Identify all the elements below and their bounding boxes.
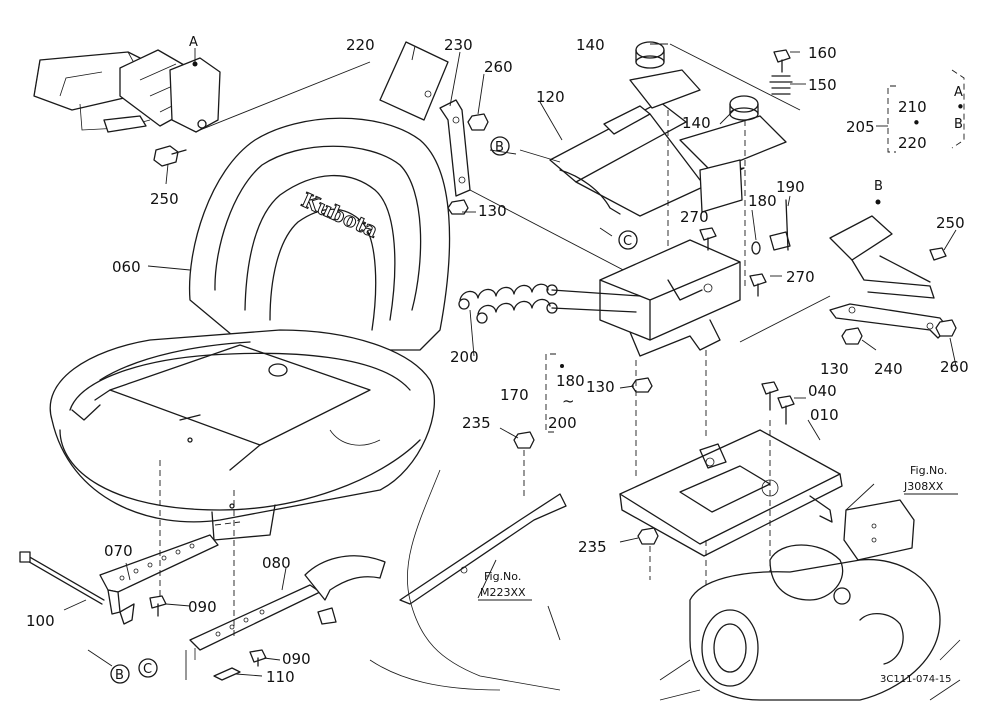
range-dot-ab: • xyxy=(956,98,965,116)
callout-240: 240 xyxy=(874,360,903,378)
clip-110 xyxy=(213,667,241,681)
callout-200-spring: 200 xyxy=(450,348,479,366)
range-bracket-205 xyxy=(887,85,896,153)
callout-220-range: 220 xyxy=(898,134,927,152)
callout-260-top: 260 xyxy=(484,58,513,76)
callout-130-upper: 130 xyxy=(478,202,507,220)
callout-120: 120 xyxy=(536,88,565,106)
callout-260-right: 260 xyxy=(940,358,969,376)
callout-010: 010 xyxy=(810,406,839,424)
fig-ref-label-j308: Fig.No. xyxy=(910,464,947,477)
bolt-160 xyxy=(773,49,791,73)
nut-130-upper xyxy=(447,199,469,215)
seat-belt-buckle-right xyxy=(829,215,935,299)
lower-suspension-base xyxy=(599,239,741,357)
callout-160: 160 xyxy=(808,44,837,62)
callout-130-right: 130 xyxy=(820,360,849,378)
rod-100 xyxy=(19,551,105,605)
bolt-090-lower xyxy=(249,649,267,667)
range-bracket-170 xyxy=(545,353,556,433)
connector-b-right-dot xyxy=(875,199,881,205)
seat-belt-left xyxy=(33,49,221,133)
fig-ref-label-m223: Fig.No. xyxy=(484,570,521,583)
connector-b-range-label: B xyxy=(954,117,963,132)
bolt-090-upper xyxy=(149,595,167,617)
callout-140-mid: 140 xyxy=(682,114,711,132)
callout-040: 040 xyxy=(808,382,837,400)
bolt-250-left xyxy=(153,145,187,167)
callout-090-lower: 090 xyxy=(282,650,311,668)
svg-text:C: C xyxy=(143,662,152,677)
springs-200 xyxy=(458,283,641,324)
nut-130-right xyxy=(841,327,863,345)
seat-assembly: Kubota xyxy=(49,117,451,541)
connector-c-circle-bottom: C xyxy=(138,658,158,678)
svg-text:B: B xyxy=(495,140,504,155)
callout-205: 205 xyxy=(846,118,875,136)
callout-150: 150 xyxy=(808,76,837,94)
pin-190 xyxy=(769,199,791,251)
callout-130-mid: 130 xyxy=(586,378,615,396)
callout-270-top: 270 xyxy=(680,208,709,226)
callout-180-range: 180 xyxy=(556,372,585,390)
svg-text:B: B xyxy=(115,668,124,683)
spring-150 xyxy=(769,75,793,95)
callout-250-right: 250 xyxy=(936,214,965,232)
washer-180 xyxy=(751,241,761,255)
drawing-code: 3C111-074-15 xyxy=(880,674,951,685)
fender-outline-m223xx xyxy=(369,450,651,691)
callout-080: 080 xyxy=(262,554,291,572)
range-dot-205: • xyxy=(912,114,921,132)
nut-260-right xyxy=(935,319,957,337)
bolt-270-top xyxy=(699,227,717,251)
seat-rail-080 xyxy=(189,555,386,660)
fig-ref-code-m223: M223XX xyxy=(480,586,526,599)
callout-190: 190 xyxy=(776,178,805,196)
bolt-250-right xyxy=(929,247,947,261)
callout-235-upper: 235 xyxy=(462,414,491,432)
callout-110: 110 xyxy=(266,668,295,686)
connector-a-dot xyxy=(192,61,198,67)
nut-260-upper xyxy=(467,113,489,131)
callout-210: 210 xyxy=(898,98,927,116)
callout-250-left: 250 xyxy=(150,190,179,208)
dot-marker xyxy=(560,364,564,368)
connector-a-label: A xyxy=(189,35,198,50)
nut-235-lower xyxy=(637,527,659,545)
nut-130-mid xyxy=(631,377,653,393)
callout-060: 060 xyxy=(112,258,141,276)
svg-text:C: C xyxy=(623,234,632,249)
callout-180-top: 180 xyxy=(748,192,777,210)
connector-a-range-label: A xyxy=(954,85,963,100)
callout-070: 070 xyxy=(104,542,133,560)
connector-c-circle-top: C xyxy=(618,230,638,250)
callout-170: 170 xyxy=(500,386,529,404)
callout-220: 220 xyxy=(346,36,375,54)
nut-235-upper xyxy=(513,431,535,449)
bolts-040 xyxy=(761,381,795,425)
cover-plate-220 xyxy=(379,41,449,121)
mounting-plate-010 xyxy=(619,429,843,557)
roller-140-mid xyxy=(729,95,759,121)
callout-140-top: 140 xyxy=(576,36,605,54)
connector-b-right-label: B xyxy=(874,179,883,194)
callout-200-range: 200 xyxy=(548,414,577,432)
suspension-frame-120 xyxy=(519,69,787,217)
callout-230: 230 xyxy=(444,36,473,54)
connector-b-circle-left: B xyxy=(490,136,510,156)
callout-235-lower: 235 xyxy=(578,538,607,556)
callout-090-upper: 090 xyxy=(188,598,217,616)
transmission-housing-j308xx xyxy=(659,499,961,701)
roller-140-top xyxy=(635,41,665,69)
connector-b-circle-bottom: B xyxy=(110,664,130,684)
range-tilde-170: ~ xyxy=(562,392,575,410)
bracket-230 xyxy=(439,99,471,197)
callout-100: 100 xyxy=(26,612,55,630)
fig-ref-code-j308: J308XX xyxy=(903,480,944,493)
bolt-270-right xyxy=(749,273,767,297)
callout-270-right: 270 xyxy=(786,268,815,286)
